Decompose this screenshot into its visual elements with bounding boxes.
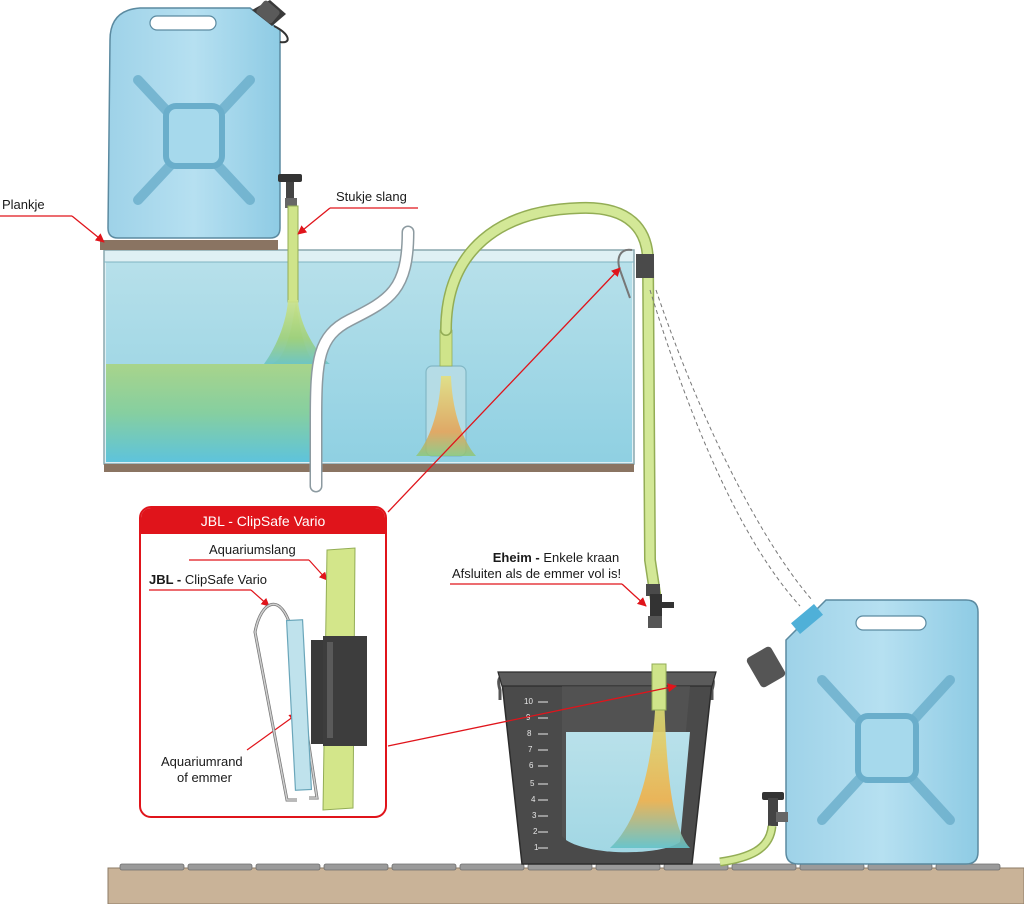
canister-cap-icon <box>252 0 289 44</box>
scale-label: 5 <box>530 779 535 788</box>
label-plankje: Plankje <box>2 197 45 212</box>
clipsafe-callout: JBL - ClipSafe Vario Aquariumslang JBL -… <box>139 506 387 818</box>
label-aquariumslang: Aquariumslang <box>209 542 296 557</box>
clipsafe-detail <box>149 547 367 811</box>
label-stukje-slang: Stukje slang <box>336 189 407 204</box>
bucket-scale: 10 9 8 7 6 5 4 3 2 1 <box>524 697 539 852</box>
scale-label: 10 <box>524 697 533 706</box>
bottom-canister-tap-icon <box>762 792 788 826</box>
label-eheim-line2: Afsluiten als de emmer vol is! <box>452 566 622 581</box>
label-eheim: Eheim - Enkele kraan <box>476 550 636 565</box>
bottom-canister-cap-icon <box>746 603 823 688</box>
scale-label: 6 <box>529 761 534 770</box>
scale-label: 8 <box>527 729 532 738</box>
leader-lines <box>0 207 677 747</box>
label-eheim-rest: Enkele kraan <box>539 550 620 565</box>
label-of-emmer: of emmer <box>177 770 232 785</box>
eheim-tap-icon <box>646 584 674 628</box>
label-clipsafe: JBL - ClipSafe Vario <box>149 572 267 587</box>
label-aquariumrand: Aquariumrand <box>161 754 243 769</box>
aquarium <box>100 240 635 472</box>
label-clipsafe-bold: JBL - <box>149 572 182 587</box>
bottom-water-canister <box>719 599 979 867</box>
callout-title: JBL - ClipSafe Vario <box>141 508 385 534</box>
bucket <box>497 663 717 865</box>
dashed-hose-path <box>649 289 813 607</box>
scale-label: 3 <box>532 811 537 820</box>
scale-label: 2 <box>533 827 538 836</box>
scale-label: 7 <box>528 745 533 754</box>
scale-label: 9 <box>526 713 531 722</box>
floor <box>107 863 1024 904</box>
label-clipsafe-rest: ClipSafe Vario <box>181 572 268 587</box>
short-hose <box>264 205 330 364</box>
scale-label: 1 <box>534 843 539 852</box>
top-canister-tap-icon <box>278 174 302 208</box>
scale-label: 4 <box>531 795 536 804</box>
top-water-canister <box>107 0 302 239</box>
label-eheim-bold: Eheim - <box>492 550 540 565</box>
